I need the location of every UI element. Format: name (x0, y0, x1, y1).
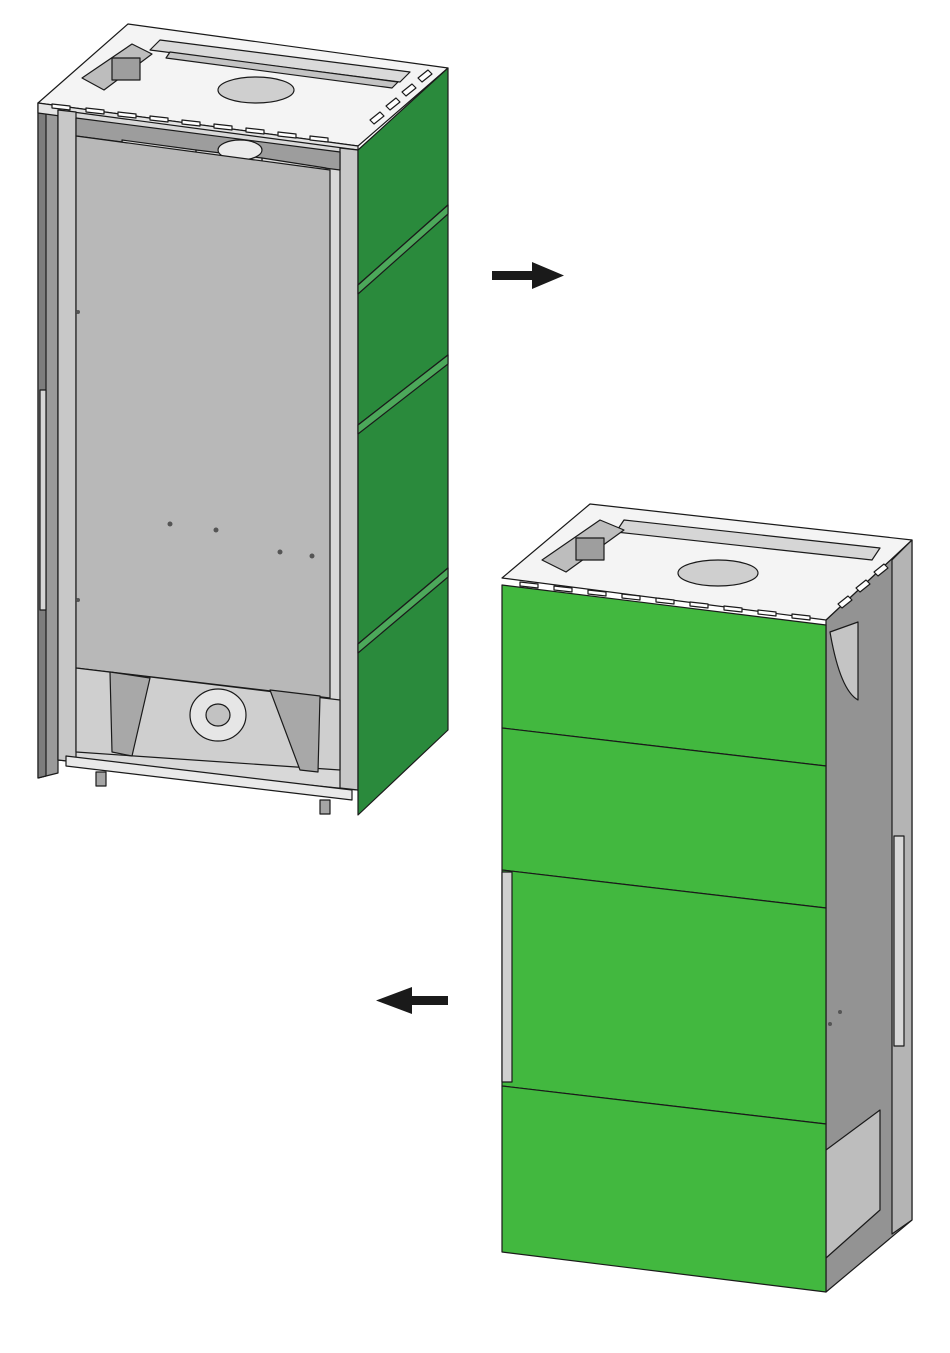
frame-left-post (58, 110, 76, 762)
side-panels (358, 68, 448, 815)
closed-unit-view (502, 504, 912, 1292)
top-left-block-closed (576, 538, 604, 560)
hinge-strip (40, 390, 46, 610)
open-unit-view (38, 24, 448, 815)
foot-left (96, 772, 106, 786)
inner-cover-panel (76, 136, 330, 698)
foot-right (320, 800, 330, 814)
front-panel-3 (502, 870, 826, 1124)
arrow-right-icon (492, 262, 564, 289)
arrow-left-icon (376, 987, 448, 1014)
front-panels (502, 585, 826, 1292)
flue-opening-closed (678, 560, 758, 586)
frame-right-post (340, 148, 358, 790)
right-hinge-strip (894, 836, 904, 1046)
flue-opening (218, 77, 294, 103)
top-left-block (112, 58, 140, 80)
fan-hub (206, 704, 230, 726)
front-left-strip (502, 872, 512, 1082)
